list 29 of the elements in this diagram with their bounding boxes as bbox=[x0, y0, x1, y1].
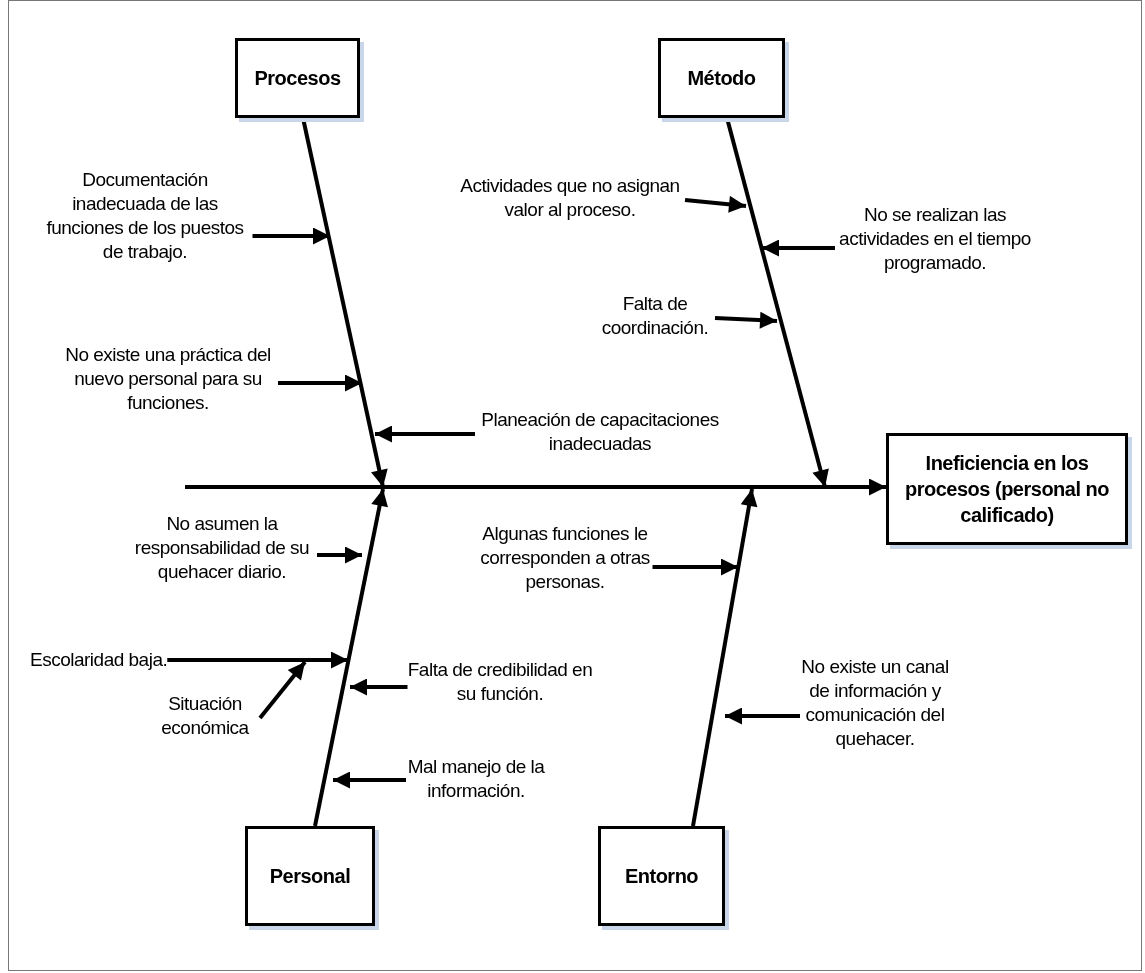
arrow bbox=[725, 707, 800, 725]
arrow bbox=[762, 239, 835, 257]
bone-arrow bbox=[313, 488, 388, 827]
arrow bbox=[350, 678, 408, 696]
arrow bbox=[375, 425, 475, 443]
cause-text: Falta de coordinación. bbox=[595, 292, 715, 340]
cause-text: No existe un canal de información y comunicación del quehacer. bbox=[800, 655, 950, 751]
bone-arrow bbox=[691, 488, 758, 827]
cause-text: Actividades que no asignan valor al proceso. bbox=[455, 174, 685, 222]
cause-text: Algunas funciones le corresponden a otras personas. bbox=[477, 522, 653, 594]
cause-text: Mal manejo de la información. bbox=[406, 755, 546, 803]
arrow bbox=[278, 374, 362, 392]
cause-text: Situación económica bbox=[150, 692, 260, 740]
arrow bbox=[652, 558, 738, 576]
cause-text: No se realizan las actividades en el tiempo programado. bbox=[835, 203, 1035, 275]
cause-text: Documentación inadecuada de las funciones de los puestos de trabajo. bbox=[37, 168, 253, 264]
spine-arrow bbox=[185, 478, 886, 496]
arrow bbox=[684, 195, 747, 213]
arrow bbox=[258, 660, 307, 720]
cause-text: Planeación de capacitaciones inadecuadas bbox=[475, 408, 725, 456]
cause-text: Escolaridad baja. bbox=[30, 648, 168, 672]
arrow bbox=[317, 546, 362, 564]
cause-text: Falta de credibilidad en su función. bbox=[407, 658, 593, 706]
cause-text: No existe una práctica del nuevo personal para su funciones. bbox=[58, 343, 278, 415]
cause-text: No asumen la responsabilidad de su quehacer diario. bbox=[127, 512, 317, 584]
arrow bbox=[167, 651, 348, 669]
arrow bbox=[252, 227, 330, 245]
arrow bbox=[333, 771, 406, 789]
arrow bbox=[714, 311, 778, 329]
